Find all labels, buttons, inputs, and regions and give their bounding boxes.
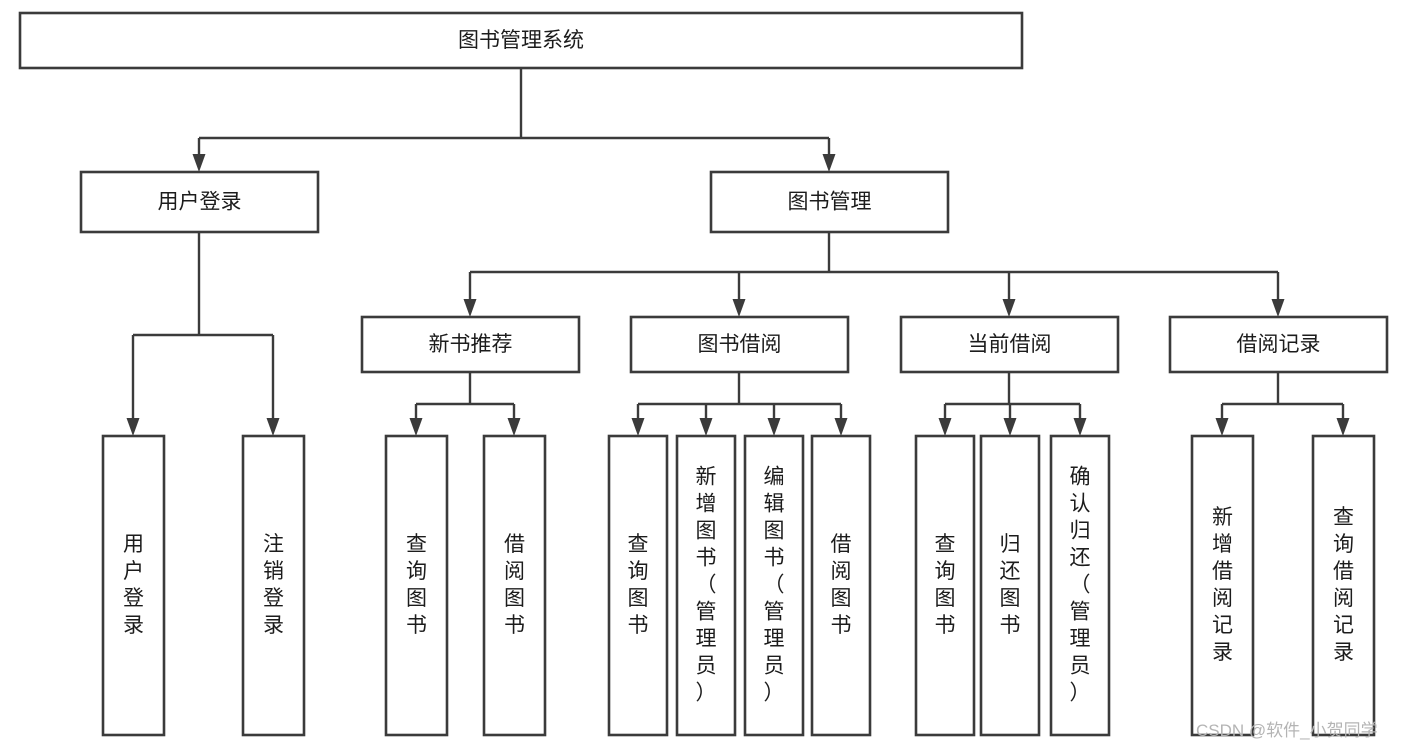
node-box[interactable] bbox=[1168, 315, 1389, 374]
node-level1[interactable]: 图书管理 bbox=[709, 170, 950, 234]
node-box[interactable] bbox=[899, 315, 1120, 374]
node-box[interactable] bbox=[1311, 434, 1376, 737]
node-label: 借阅图书 bbox=[504, 533, 525, 637]
node-label: 新增图书（管理员） bbox=[696, 465, 717, 704]
node-leaf[interactable]: 确认归还（管理员） bbox=[1049, 434, 1111, 737]
arrow-head-icon bbox=[834, 418, 848, 436]
node-box[interactable] bbox=[1190, 434, 1255, 737]
connector-group bbox=[409, 372, 521, 436]
node-box[interactable] bbox=[384, 434, 449, 737]
arrow-head-icon bbox=[1271, 299, 1285, 317]
connector-group bbox=[192, 68, 836, 172]
node-label: 图书管理 bbox=[788, 191, 872, 214]
arrow-head-icon bbox=[732, 299, 746, 317]
node-label: 用户登录 bbox=[158, 191, 242, 214]
node-box[interactable] bbox=[675, 434, 737, 737]
node-label: 查询图书 bbox=[935, 533, 956, 637]
node-leaf[interactable]: 用户登录 bbox=[101, 434, 166, 737]
connector-group bbox=[1215, 372, 1350, 436]
node-label: 用户登录 bbox=[123, 533, 144, 637]
node-level2[interactable]: 借阅记录 bbox=[1168, 315, 1389, 374]
node-leaf[interactable]: 查询借阅记录 bbox=[1311, 434, 1376, 737]
node-leaf[interactable]: 新增图书（管理员） bbox=[675, 434, 737, 737]
node-level1[interactable]: 用户登录 bbox=[79, 170, 320, 234]
node-label: 当前借阅 bbox=[968, 333, 1052, 356]
connector-group bbox=[126, 232, 280, 436]
node-box[interactable] bbox=[914, 434, 976, 737]
node-leaf[interactable]: 编辑图书（管理员） bbox=[743, 434, 805, 737]
arrow-head-icon bbox=[1215, 418, 1229, 436]
node-box[interactable] bbox=[743, 434, 805, 737]
node-level2[interactable]: 新书推荐 bbox=[360, 315, 581, 374]
node-label: 注销登录 bbox=[263, 533, 284, 637]
node-label: 新书推荐 bbox=[429, 333, 513, 356]
arrow-head-icon bbox=[409, 418, 423, 436]
node-leaf[interactable]: 查询图书 bbox=[384, 434, 449, 737]
arrow-head-icon bbox=[192, 154, 206, 172]
arrow-head-icon bbox=[126, 418, 140, 436]
node-leaf[interactable]: 新增借阅记录 bbox=[1190, 434, 1255, 737]
node-box[interactable] bbox=[360, 315, 581, 374]
node-leaf[interactable]: 归还图书 bbox=[979, 434, 1041, 737]
arrow-head-icon bbox=[767, 418, 781, 436]
node-label: 新增借阅记录 bbox=[1212, 506, 1233, 664]
node-box[interactable] bbox=[1049, 434, 1111, 737]
node-label: 归还图书 bbox=[1000, 533, 1021, 637]
csdn-watermark: CSDN @软件_小贺同学 bbox=[1196, 721, 1378, 740]
node-label: 图书管理系统 bbox=[458, 29, 584, 52]
connector-group bbox=[463, 232, 1285, 317]
node-box[interactable] bbox=[101, 434, 166, 737]
node-level2[interactable]: 图书借阅 bbox=[629, 315, 850, 374]
node-label: 确认归还（管理员） bbox=[1070, 465, 1091, 704]
node-box[interactable] bbox=[482, 434, 547, 737]
arrow-head-icon bbox=[699, 418, 713, 436]
node-label: 查询图书 bbox=[406, 533, 427, 637]
connector-group bbox=[938, 372, 1087, 436]
node-leaf[interactable]: 查询图书 bbox=[607, 434, 669, 737]
arrow-head-icon bbox=[1003, 418, 1017, 436]
node-box[interactable] bbox=[607, 434, 669, 737]
arrow-head-icon bbox=[463, 299, 477, 317]
node-box[interactable] bbox=[18, 11, 1024, 70]
node-box[interactable] bbox=[79, 170, 320, 234]
node-box[interactable] bbox=[709, 170, 950, 234]
node-label: 借阅图书 bbox=[831, 533, 852, 637]
arrow-head-icon bbox=[266, 418, 280, 436]
node-leaf[interactable]: 查询图书 bbox=[914, 434, 976, 737]
arrow-head-icon bbox=[938, 418, 952, 436]
connectors-layer bbox=[126, 68, 1350, 436]
node-label: 编辑图书（管理员） bbox=[764, 465, 785, 704]
node-label: 查询借阅记录 bbox=[1333, 506, 1354, 664]
arrow-head-icon bbox=[822, 154, 836, 172]
node-box[interactable] bbox=[979, 434, 1041, 737]
node-label: 查询图书 bbox=[628, 533, 649, 637]
node-label: 借阅记录 bbox=[1237, 333, 1321, 356]
node-box[interactable] bbox=[241, 434, 306, 737]
node-leaf[interactable]: 借阅图书 bbox=[482, 434, 547, 737]
node-label: 图书借阅 bbox=[698, 333, 782, 356]
nodes-layer: 图书管理系统用户登录图书管理新书推荐图书借阅当前借阅借阅记录用户登录注销登录查询… bbox=[18, 11, 1389, 737]
node-root[interactable]: 图书管理系统 bbox=[18, 11, 1024, 70]
arrow-head-icon bbox=[1073, 418, 1087, 436]
arrow-head-icon bbox=[1336, 418, 1350, 436]
node-box[interactable] bbox=[810, 434, 872, 737]
node-leaf[interactable]: 借阅图书 bbox=[810, 434, 872, 737]
node-leaf[interactable]: 注销登录 bbox=[241, 434, 306, 737]
node-box[interactable] bbox=[629, 315, 850, 374]
arrow-head-icon bbox=[631, 418, 645, 436]
node-level2[interactable]: 当前借阅 bbox=[899, 315, 1120, 374]
arrow-head-icon bbox=[1002, 299, 1016, 317]
arrow-head-icon bbox=[507, 418, 521, 436]
connector-group bbox=[631, 372, 848, 436]
